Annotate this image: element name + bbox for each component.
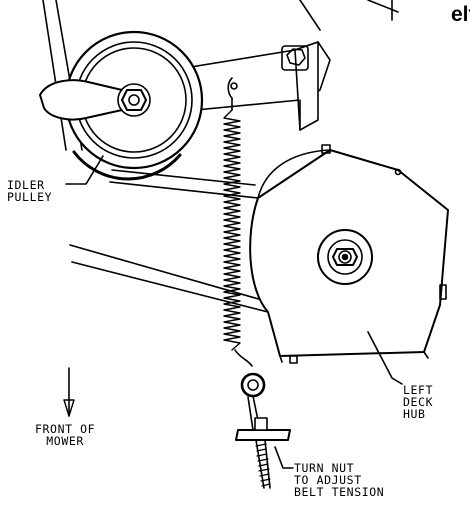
mower-frame — [43, 0, 398, 312]
tension-spring — [224, 78, 252, 366]
left-deck-hub — [250, 145, 448, 363]
idler-pulley — [40, 32, 202, 179]
front-of-mower-label: FRONT OF MOWER — [35, 422, 96, 448]
figure-title-fragment: elt — [451, 3, 470, 26]
left-deck-hub-label: LEFT DECK HUB — [403, 383, 434, 421]
eye-bolt-assembly — [236, 374, 290, 488]
idler-pulley-label: IDLER PULLEY — [7, 178, 53, 204]
front-direction-arrow — [64, 368, 74, 416]
turn-nut-label: TURN NUT TO ADJUST BELT TENSION — [294, 461, 385, 499]
callout-leaders — [66, 156, 402, 468]
